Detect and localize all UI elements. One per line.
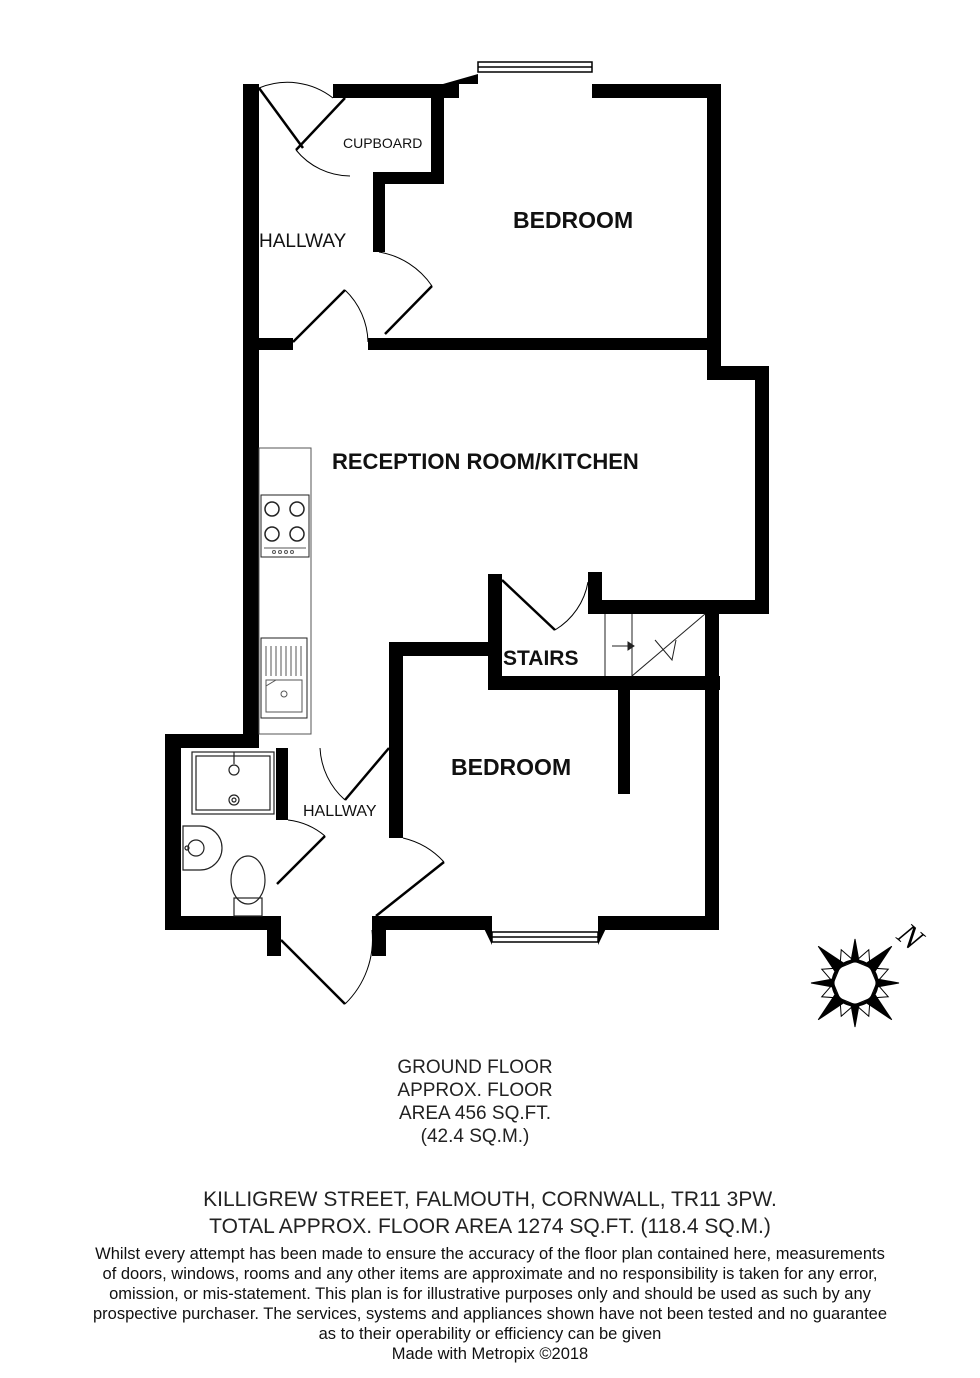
credit-line: Made with Metropix ©2018	[391, 1345, 589, 1363]
label-bedroom-top: BEDROOM	[513, 207, 633, 233]
doors	[257, 81, 589, 1005]
door-bedroom-top	[384, 285, 433, 335]
floor-area-info: GROUND FLOOR APPROX. FLOOR AREA 456 SQ.F…	[340, 1056, 610, 1148]
label-stairs: STAIRS	[503, 647, 578, 670]
disclaimer-line: of doors, windows, rooms and any other i…	[102, 1265, 878, 1283]
kitchen-counter	[258, 447, 312, 735]
door-top-left	[257, 87, 305, 149]
label-hallway-bottom: HALLWAY	[303, 803, 377, 820]
windows	[477, 61, 599, 943]
floor-plan: N CUPBOARD HALLWAY BEDROOM RECEPTION ROO…	[165, 61, 932, 1028]
label-hallway-top: HALLWAY	[259, 231, 347, 252]
door-entrance	[280, 939, 346, 1005]
floor-info-line: GROUND FLOOR	[397, 1057, 553, 1078]
address-block: KILLIGREW STREET, FALMOUTH, CORNWALL, TR…	[0, 1186, 980, 1240]
kitchen-sink-icon	[260, 637, 308, 719]
hob-icon	[260, 494, 310, 558]
floor-info-line: AREA 456 SQ.FT.	[398, 1103, 552, 1124]
door-bedroom-bottom	[375, 861, 445, 917]
shower-tray-icon	[191, 751, 275, 815]
floor-info-line: (42.4 SQ.M.)	[420, 1126, 530, 1147]
bathroom-fittings	[182, 751, 275, 917]
compass-icon	[810, 938, 900, 1028]
disclaimer-line: as to their operability or efficiency ca…	[318, 1325, 662, 1343]
label-reception-kitchen: RECEPTION ROOM/KITCHEN	[332, 449, 639, 474]
label-bedroom-bottom: BEDROOM	[451, 754, 571, 780]
disclaimer-line: Whilst every attempt has been made to en…	[95, 1245, 885, 1263]
door-hallway-reception	[292, 289, 346, 343]
floor-info-line: APPROX. FLOOR	[397, 1080, 553, 1101]
door-cupboard	[295, 97, 346, 151]
disclaimer-line: omission, or mis-statement. This plan is…	[109, 1285, 871, 1303]
door-stairs	[501, 579, 556, 631]
stairs-detail	[604, 613, 706, 677]
door-hallway-bottom	[344, 747, 390, 801]
compass-north-label: N	[890, 915, 932, 958]
address-line: KILLIGREW STREET, FALMOUTH, CORNWALL, TR…	[203, 1188, 777, 1211]
disclaimer-line: prospective purchaser. The services, sys…	[92, 1305, 888, 1323]
basin-icon	[182, 825, 223, 871]
total-area-line: TOTAL APPROX. FLOOR AREA 1274 SQ.FT. (11…	[209, 1215, 771, 1238]
door-bathroom	[276, 835, 326, 885]
disclaimer-block: Whilst every attempt has been made to en…	[0, 1244, 980, 1364]
toilet-icon	[230, 855, 266, 905]
walls	[165, 74, 769, 956]
label-cupboard: CUPBOARD	[343, 135, 422, 151]
